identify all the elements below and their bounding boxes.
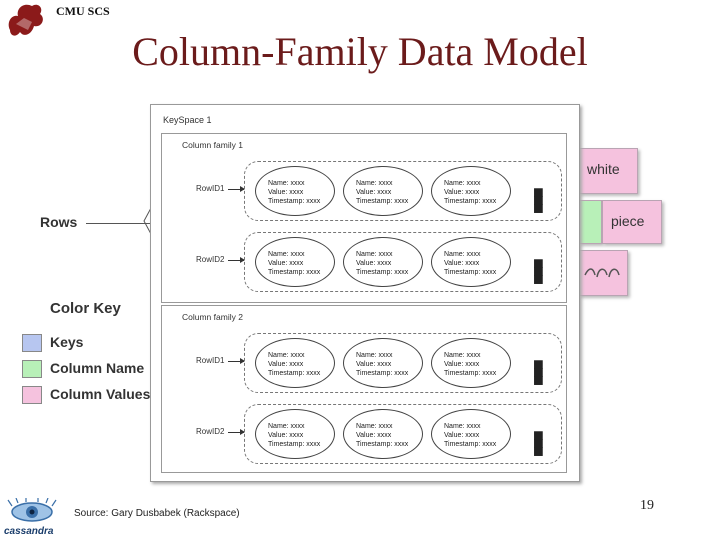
column-timestamp: Timestamp: xxxx — [268, 198, 321, 205]
bg-cell-name — [578, 200, 602, 244]
source-credit: Source: Gary Dusbabek (Rackspace) — [74, 508, 240, 519]
row-arrow — [228, 186, 245, 192]
glyph-icon — [584, 268, 620, 278]
bg-cell-piece-label: piece — [611, 213, 645, 229]
row-box: Name: xxxx Value: xxxx Timestamp: xxxx N… — [244, 232, 562, 292]
column-value: Value: xxxx — [268, 432, 304, 439]
column-cell: Name: xxxx Value: xxxx Timestamp: xxxx — [431, 409, 511, 459]
column-family-label: Column family 2 — [182, 312, 243, 322]
cassandra-wordmark: cassandra — [4, 526, 54, 537]
legend-label: Keys — [50, 334, 84, 350]
column-family-1: Column family 1 RowID1 Name: xxxx Value:… — [161, 133, 567, 303]
column-cell: Name: xxxx Value: xxxx Timestamp: xxxx — [431, 166, 511, 216]
column-name: Name: xxxx — [268, 180, 305, 187]
column-name: Name: xxxx — [356, 251, 393, 258]
bg-cell-value-glyph — [578, 250, 628, 296]
column-name: Name: xxxx — [444, 251, 481, 258]
column-timestamp: Timestamp: xxxx — [444, 198, 497, 205]
row-id: RowID2 — [196, 427, 225, 436]
column-name: Name: xxxx — [356, 352, 393, 359]
column-timestamp: Timestamp: xxxx — [356, 441, 409, 448]
legend-label: Column Values — [50, 386, 151, 402]
column-family-2: Column family 2 RowID1 Name: xxxx Value:… — [161, 305, 567, 473]
column-name: Name: xxxx — [444, 352, 481, 359]
column-cell: Name: xxxx Value: xxxx Timestamp: xxxx — [255, 409, 335, 459]
column-value: Value: xxxx — [268, 260, 304, 267]
keyspace-panel: KeySpace 1 Column family 1 RowID1 Name: … — [150, 104, 580, 482]
more-columns-indicator: ■ ■ ■ — [533, 182, 546, 218]
column-cell: Name: xxxx Value: xxxx Timestamp: xxxx — [343, 409, 423, 459]
column-name: Name: xxxx — [268, 352, 305, 359]
column-cell: Name: xxxx Value: xxxx Timestamp: xxxx — [431, 237, 511, 287]
column-name: Name: xxxx — [268, 251, 305, 258]
bg-cell-white-label: white — [587, 161, 620, 177]
row-box: Name: xxxx Value: xxxx Timestamp: xxxx N… — [244, 404, 562, 464]
column-cell: Name: xxxx Value: xxxx Timestamp: xxxx — [255, 338, 335, 388]
column-cell: Name: xxxx Value: xxxx Timestamp: xxxx — [255, 237, 335, 287]
column-cell: Name: xxxx Value: xxxx Timestamp: xxxx — [343, 166, 423, 216]
column-cell: Name: xxxx Value: xxxx Timestamp: xxxx — [343, 338, 423, 388]
row-box: Name: xxxx Value: xxxx Timestamp: xxxx N… — [244, 333, 562, 393]
more-columns-indicator: ■ ■ ■ — [533, 354, 546, 390]
cassandra-eye-logo — [7, 498, 57, 522]
column-name: Name: xxxx — [444, 423, 481, 430]
column-timestamp: Timestamp: xxxx — [356, 198, 409, 205]
column-timestamp: Timestamp: xxxx — [268, 441, 321, 448]
column-value: Value: xxxx — [356, 361, 392, 368]
bg-cell-white: white — [578, 148, 638, 194]
more-columns-indicator: ■ ■ ■ — [533, 425, 546, 461]
column-value: Value: xxxx — [444, 189, 480, 196]
row-box: Name: xxxx Value: xxxx Timestamp: xxxx N… — [244, 161, 562, 221]
color-key-title: Color Key — [50, 300, 121, 317]
legend-swatch — [22, 386, 42, 404]
cmu-griffin-logo — [8, 4, 43, 36]
column-value: Value: xxxx — [444, 260, 480, 267]
column-value: Value: xxxx — [356, 432, 392, 439]
column-timestamp: Timestamp: xxxx — [356, 370, 409, 377]
column-timestamp: Timestamp: xxxx — [444, 441, 497, 448]
page-number: 19 — [640, 498, 654, 513]
keyspace-label: KeySpace 1 — [163, 115, 212, 125]
column-name: Name: xxxx — [444, 180, 481, 187]
row-arrow — [228, 358, 245, 364]
legend-swatch — [22, 360, 42, 378]
page-title: Column-Family Data Model — [132, 29, 588, 74]
row-id: RowID2 — [196, 255, 225, 264]
column-cell: Name: xxxx Value: xxxx Timestamp: xxxx — [431, 338, 511, 388]
column-cell: Name: xxxx Value: xxxx Timestamp: xxxx — [255, 166, 335, 216]
row-id: RowID1 — [196, 184, 225, 193]
rows-connector — [86, 223, 150, 224]
column-timestamp: Timestamp: xxxx — [444, 370, 497, 377]
column-family-label: Column family 1 — [182, 140, 243, 150]
column-timestamp: Timestamp: xxxx — [268, 370, 321, 377]
column-value: Value: xxxx — [268, 361, 304, 368]
legend-label: Column Name — [50, 360, 145, 376]
column-timestamp: Timestamp: xxxx — [268, 269, 321, 276]
column-value: Value: xxxx — [268, 189, 304, 196]
rows-label: Rows — [40, 214, 78, 230]
row-arrow — [228, 257, 245, 263]
row-arrow — [228, 429, 245, 435]
legend-swatch — [22, 334, 42, 352]
column-timestamp: Timestamp: xxxx — [356, 269, 409, 276]
header-label: CMU SCS — [56, 4, 110, 18]
column-value: Value: xxxx — [356, 260, 392, 267]
column-cell: Name: xxxx Value: xxxx Timestamp: xxxx — [343, 237, 423, 287]
column-name: Name: xxxx — [356, 423, 393, 430]
column-name: Name: xxxx — [268, 423, 305, 430]
column-name: Name: xxxx — [356, 180, 393, 187]
column-value: Value: xxxx — [444, 432, 480, 439]
row-id: RowID1 — [196, 356, 225, 365]
column-timestamp: Timestamp: xxxx — [444, 269, 497, 276]
bg-cell-piece: piece — [602, 200, 662, 244]
column-value: Value: xxxx — [356, 189, 392, 196]
more-columns-indicator: ■ ■ ■ — [533, 253, 546, 289]
column-value: Value: xxxx — [444, 361, 480, 368]
